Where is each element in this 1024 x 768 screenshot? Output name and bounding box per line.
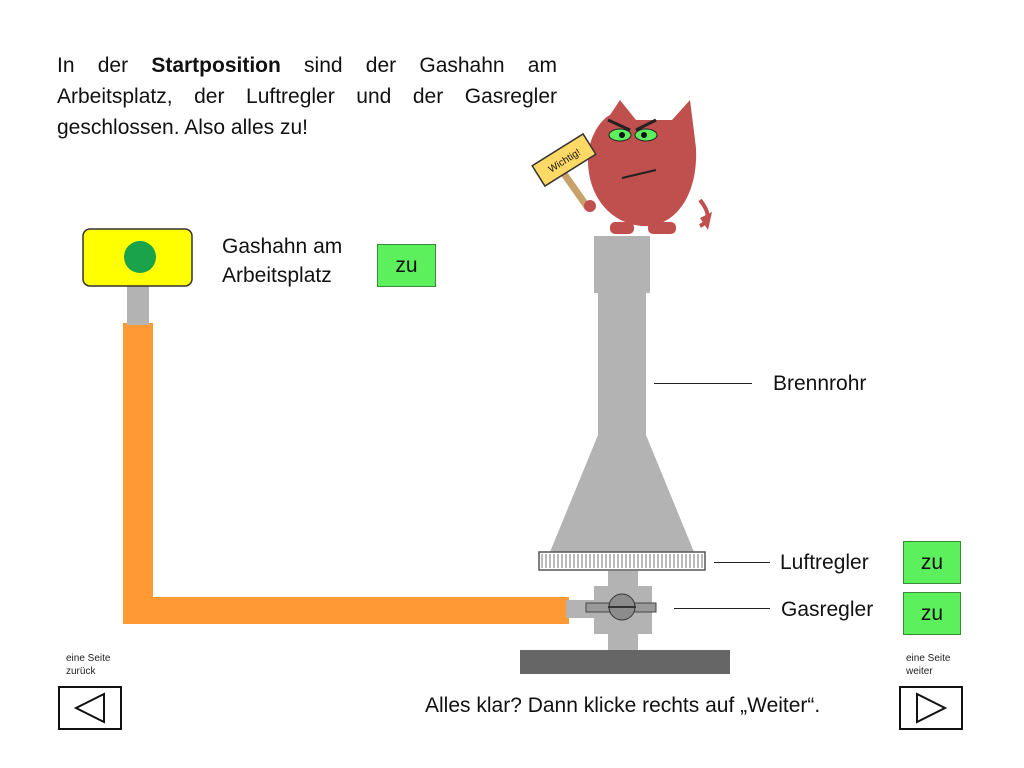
intro-bold: Startposition: [151, 54, 281, 77]
next-button[interactable]: [899, 686, 963, 730]
gasregler-label: Gasregler: [781, 598, 874, 621]
devil-mascot-icon: [588, 100, 712, 234]
luftregler-status[interactable]: zu: [903, 541, 961, 584]
luftregler-pointer: [714, 562, 770, 563]
intro-part2: sind der Gashahn am Arbeitsplatz, der Lu…: [57, 54, 557, 139]
next-caption-line1: eine Seite: [906, 653, 951, 664]
back-caption-line2: zurück: [66, 666, 96, 677]
gashahn-label-line2: Arbeitsplatz: [222, 264, 332, 287]
warning-sign: Wichtig!: [531, 132, 597, 212]
gashahn-label-line1: Gashahn am: [222, 235, 343, 258]
triangle-left-icon: [73, 692, 105, 724]
next-caption: eine Seite weiter: [906, 652, 950, 678]
gasregler-status[interactable]: zu: [903, 592, 961, 635]
gashahn-label: Gashahn am Arbeitsplatz: [222, 232, 342, 290]
gashahn-valve: [82, 228, 193, 325]
gashahn-status[interactable]: zu: [377, 244, 436, 287]
gasregler-pointer: [674, 608, 770, 609]
footer-hint: Alles klar? Dann klicke rechts auf „Weit…: [425, 694, 821, 717]
intro-text: In der Startposition sind der Gashahn am…: [57, 50, 557, 143]
burner-base: [520, 650, 730, 674]
next-caption-line2: weiter: [906, 666, 933, 677]
back-button[interactable]: [58, 686, 122, 730]
brennrohr-pointer: [654, 383, 752, 384]
gasregler-valve: [566, 571, 657, 650]
luftregler-ring: [538, 551, 706, 571]
back-caption-line1: eine Seite: [66, 653, 111, 664]
back-caption: eine Seite zurück: [66, 652, 110, 678]
luftregler-label: Luftregler: [780, 551, 869, 574]
triangle-right-icon: [916, 692, 948, 724]
burner-tube: [550, 236, 694, 552]
intro-part1: In der: [57, 54, 152, 77]
brennrohr-label: Brennrohr: [773, 372, 867, 395]
gas-pipe: [123, 323, 569, 624]
